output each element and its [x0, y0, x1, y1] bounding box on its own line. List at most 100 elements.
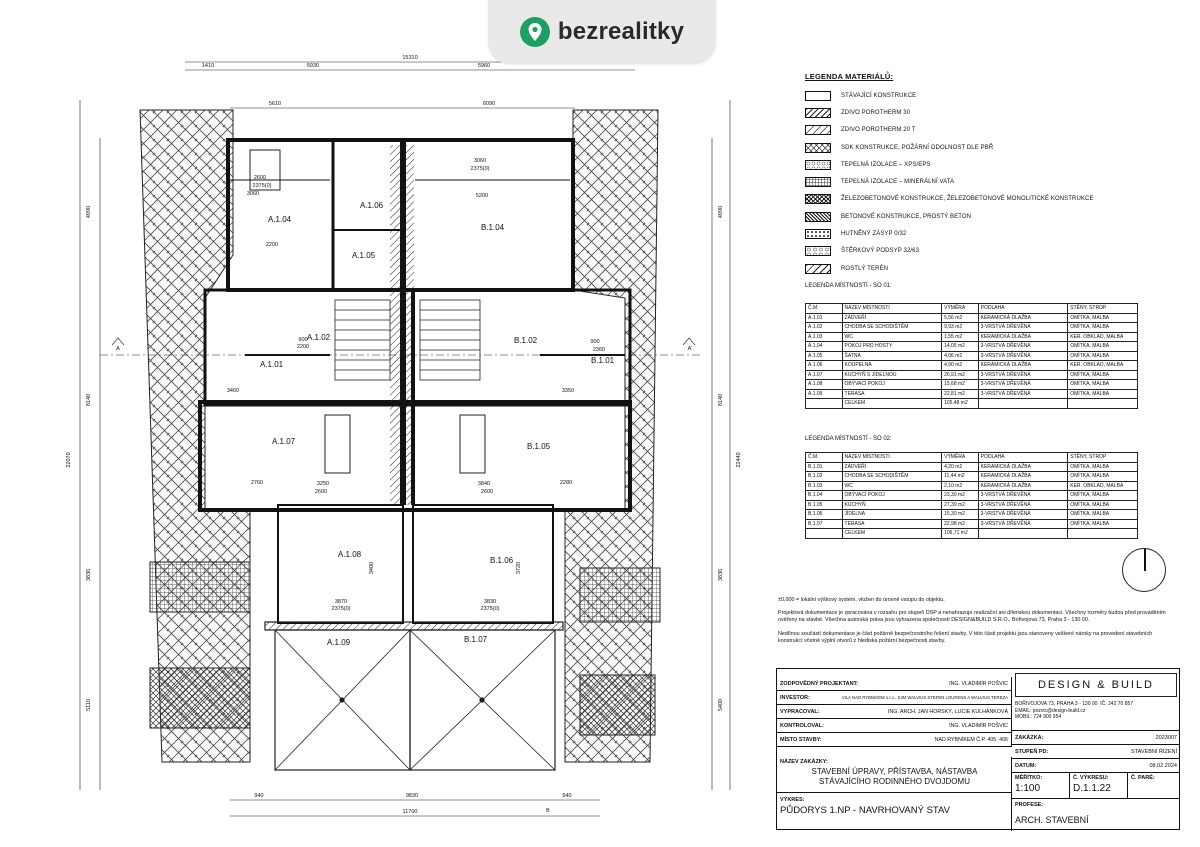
title-block-row: VYPRACOVAL:ING. ARCH. JAN HORSKÝ, LUCIE …: [777, 705, 1012, 719]
dimension-value: 940: [254, 793, 263, 799]
project-notes: ±0,000 = lokální výškový systém, vložen …: [778, 597, 1178, 651]
title-block-row-value: ING. VLADIMÍR POŠVIC: [949, 681, 1008, 687]
table-cell: OMÍTKA, MALBA: [1067, 471, 1138, 482]
material-label: ŠTĚRKOVÝ PODSYP 32/63: [841, 248, 920, 255]
title-block: ZODPOVĚDNÝ PROJEKTANT:ING. VLADIMÍR POŠV…: [776, 668, 1180, 831]
material-legend-item: ZDIVO POROTHERM 20 T: [805, 122, 1135, 139]
table-cell: KERAMICKÁ DLAŽBA: [977, 480, 1069, 491]
title-block-row-value: NAD RYBNÍKEM Č.P. 405, 406: [934, 737, 1008, 743]
table-cell: KERAMICKÁ DLAŽBA: [977, 471, 1069, 482]
datum-value: 08.02.2024: [1149, 763, 1177, 769]
plan-furniture: [249, 149, 486, 474]
dimension-value: 2200: [297, 344, 309, 350]
column-header: Č.M.: [805, 303, 843, 314]
table-cell: KERAMICKÁ DLAŽBA: [977, 360, 1069, 371]
table-cell: 3-VRSTVÁ DŘEVĚNÁ: [977, 388, 1069, 399]
dimension-value: 3400: [369, 562, 375, 574]
table-cell: OMÍTKA, MALBA: [1067, 388, 1138, 399]
table-cell: 5,56 m2: [941, 312, 979, 323]
material-swatch: [805, 90, 831, 101]
table-cell: A.1.06: [805, 360, 843, 371]
dimension-value: 2375(0): [253, 183, 272, 189]
drawing-number-cell: Č. VÝKRESU: D.1.1.22: [1070, 773, 1128, 799]
dimension-value: A': [688, 346, 693, 352]
dimension-value: 3720: [516, 562, 522, 574]
material-swatch: [805, 263, 831, 274]
table-cell: KER. OBKLAD, MALBA: [1067, 360, 1138, 371]
table-cell: 23,30 m2: [941, 490, 979, 501]
pare-cell: Č. PARÉ:: [1128, 773, 1180, 799]
dimension-value: 5400: [718, 699, 724, 711]
dimension-value: 2280: [560, 480, 572, 486]
table-cell: OMÍTKA, MALBA: [1067, 322, 1138, 333]
datum-label: DATUM:: [1015, 763, 1037, 769]
room-label: A.1.04: [268, 215, 292, 224]
table-cell: 4,90 m2: [941, 360, 979, 371]
dimension-value: 2600: [254, 175, 266, 181]
table-cell: TERASA: [841, 388, 943, 399]
brand-name: bezrealitky: [557, 18, 685, 45]
table-cell: OMÍTKA, MALBA: [1067, 490, 1138, 501]
dimension-value: 2760: [251, 480, 263, 486]
table-cell: B.1.06: [805, 509, 843, 520]
dimension-value: 900: [590, 339, 599, 345]
room-label: A.1.05: [352, 251, 376, 260]
table-cell: ZÁDVEŘÍ: [841, 312, 943, 323]
room-label: A.1.09: [327, 638, 351, 647]
zakazka-label: ZAKÁZKA:: [1015, 735, 1044, 741]
material-legend-item: ZDIVO POROTHERM 30: [805, 104, 1135, 121]
table-cell: 4,06 m2: [941, 350, 979, 361]
plan-terraces: [264, 621, 564, 771]
title-block-row-label: MÍSTO STAVBY:: [780, 737, 822, 743]
table-cell: 15,68 m2: [941, 379, 979, 390]
column-header: Č.M.: [805, 452, 843, 463]
stupen-value: STAVEBNÍ ŘÍZENÍ: [1131, 749, 1177, 755]
stupen-cell: STUPEŇ PD: STAVEBNÍ ŘÍZENÍ: [1012, 745, 1180, 759]
plan-hatched-surroundings: [139, 109, 661, 763]
column-header: NÁZEV MÍSTNOSTI: [841, 452, 943, 463]
dimension-value: 3060: [247, 191, 259, 197]
dimension-value: 5610: [269, 101, 281, 107]
table-cell: A.1.07: [805, 369, 843, 380]
table-cell: [805, 398, 843, 409]
table-cell: 106,71 m2: [941, 528, 979, 539]
table-cell: 11,44 m2: [941, 471, 979, 482]
title-block-row-value: ING. VLADIMÍR POŠVIC: [949, 723, 1008, 729]
table-cell: B.1.04: [805, 490, 843, 501]
profession-cell: PROFESE: ARCH. STAVEBNÍ: [1012, 799, 1180, 831]
table-cell: A.1.01: [805, 312, 843, 323]
material-label: HUTNĚNÝ ZÁSYP 0/32: [841, 231, 907, 238]
dimension-value: 3870: [335, 599, 347, 605]
plan-dimension-lines: [79, 61, 731, 817]
column-header: VÝMĚRA: [941, 452, 979, 463]
table-cell: 3-VRSTVÁ DŘEVĚNÁ: [977, 509, 1069, 520]
table-cell: OMÍTKA, MALBA: [1067, 509, 1138, 520]
dimension-value: 3830: [86, 569, 92, 581]
profession-value: ARCH. STAVEBNÍ: [1015, 815, 1089, 825]
project-name-label: NÁZEV ZAKÁZKY:: [780, 759, 828, 765]
note-fire-safety: Nedílnou součástí dokumentace je část po…: [778, 630, 1153, 644]
room-label: A.1.01: [260, 360, 284, 369]
table-cell: A.1.08: [805, 379, 843, 390]
table-cell: WC: [841, 331, 943, 342]
dimension-value: 15310: [402, 55, 417, 61]
project-name-line-1: STAVEBNÍ ÚPRAVY, PŘÍSTAVBA, NÁSTAVBA: [811, 767, 978, 776]
table-cell: OBÝVACÍ POKOJ: [841, 379, 943, 390]
title-block-row-value: ING. ARCH. JAN HORSKÝ, LUCIE KULHÁNKOVÁ: [887, 709, 1008, 715]
table-cell: JÍDELNA: [841, 509, 943, 520]
table-cell: 27,39 m2: [941, 499, 979, 510]
table-cell: A.1.05: [805, 350, 843, 361]
table-cell: 9,93 m2: [941, 322, 979, 333]
rooms-so02-title: LEGENDA MÍSTNOSTÍ - SO 02:: [805, 436, 892, 442]
drawing-number-label: Č. VÝKRESU:: [1073, 775, 1109, 781]
dimension-value: A: [116, 346, 120, 352]
table-cell: 3-VRSTVÁ DŘEVĚNÁ: [977, 322, 1069, 333]
material-legend-item: HUTNĚNÝ ZÁSYP 0/32: [805, 225, 1135, 242]
dimension-value: 2375(0): [332, 606, 351, 612]
